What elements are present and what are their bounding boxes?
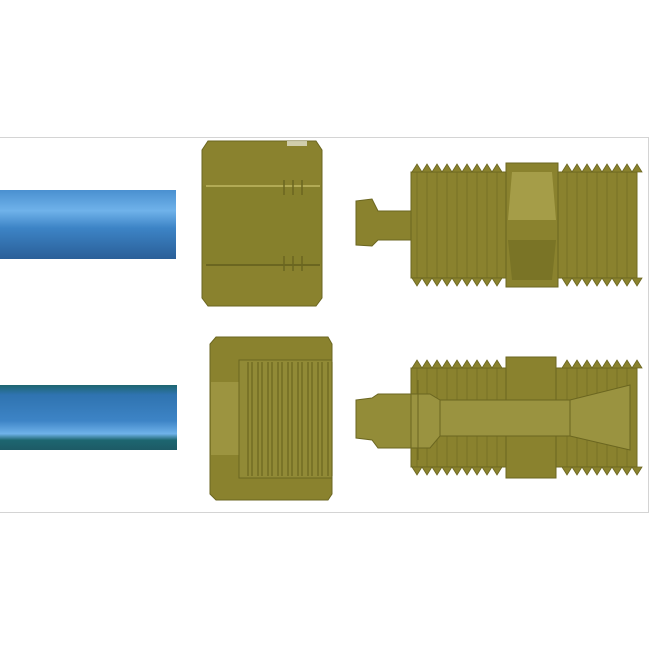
thread-tooth: [411, 466, 423, 476]
thread-tooth: [411, 277, 423, 287]
thread-tooth: [621, 163, 633, 173]
thread-tooth: [421, 359, 433, 369]
thread-tooth: [581, 466, 593, 476]
thread-tooth: [631, 466, 643, 476]
thread-tooth: [491, 163, 503, 173]
thread-tooth: [411, 163, 423, 173]
thread-tooth: [491, 359, 503, 369]
thread-tooth: [441, 359, 453, 369]
image-frame: [0, 137, 649, 513]
thread-tooth: [591, 359, 603, 369]
thread-tooth: [581, 277, 593, 287]
thread-tooth: [631, 359, 643, 369]
thread-tooth: [441, 163, 453, 173]
blue-tube-top: [0, 190, 176, 259]
thread-tooth: [611, 163, 623, 173]
thread-tooth: [571, 359, 583, 369]
thread-tooth: [621, 359, 633, 369]
thread-tooth: [571, 277, 583, 287]
thread-tooth: [611, 277, 623, 287]
thread-tooth: [631, 163, 643, 173]
thread-tooth: [451, 359, 463, 369]
thread-tooth: [451, 277, 463, 287]
thread-tooth: [481, 163, 493, 173]
thread-tooth: [611, 359, 623, 369]
thread-tooth: [441, 277, 453, 287]
thread-tooth: [461, 277, 473, 287]
thread-tooth: [471, 466, 483, 476]
thread-tooth: [431, 466, 443, 476]
thread-tooth: [481, 466, 493, 476]
thread-tooth: [451, 466, 463, 476]
thread-tooth: [431, 359, 443, 369]
thread-tooth: [561, 359, 573, 369]
thread-tooth: [471, 163, 483, 173]
thread-tooth: [581, 163, 593, 173]
thread-tooth: [421, 163, 433, 173]
thread-tooth: [481, 277, 493, 287]
thread-tooth: [571, 163, 583, 173]
thread-tooth: [621, 466, 633, 476]
thread-tooth: [431, 277, 443, 287]
thread-tooth: [561, 163, 573, 173]
hex-nut-top: [201, 140, 323, 307]
thread-tooth: [601, 359, 613, 369]
thread-tooth: [571, 466, 583, 476]
thread-tooth: [591, 277, 603, 287]
blue-tube-bottom: [0, 385, 177, 450]
thread-tooth: [461, 359, 473, 369]
thread-tooth: [561, 277, 573, 287]
thread-tooth: [461, 163, 473, 173]
thread-tooth: [471, 277, 483, 287]
thread-tooth: [601, 277, 613, 287]
thread-tooth: [421, 277, 433, 287]
thread-tooth: [431, 163, 443, 173]
thread-tooth: [621, 277, 633, 287]
thread-tooth: [461, 466, 473, 476]
thread-tooth: [631, 277, 643, 287]
thread-tooth: [441, 466, 453, 476]
thread-tooth: [591, 466, 603, 476]
thread-tooth: [581, 359, 593, 369]
thread-tooth: [611, 466, 623, 476]
thread-tooth: [601, 466, 613, 476]
thread-tooth: [591, 163, 603, 173]
thread-tooth: [481, 359, 493, 369]
thread-tooth: [411, 359, 423, 369]
connector-section-bottom: [355, 356, 643, 479]
thread-tooth: [491, 466, 503, 476]
thread-tooth: [601, 163, 613, 173]
thread-tooth: [421, 466, 433, 476]
nut-section-bottom: [209, 336, 333, 501]
thread-tooth: [491, 277, 503, 287]
thread-tooth: [561, 466, 573, 476]
male-connector-top: [355, 162, 643, 288]
thread-tooth: [471, 359, 483, 369]
thread-tooth: [451, 163, 463, 173]
